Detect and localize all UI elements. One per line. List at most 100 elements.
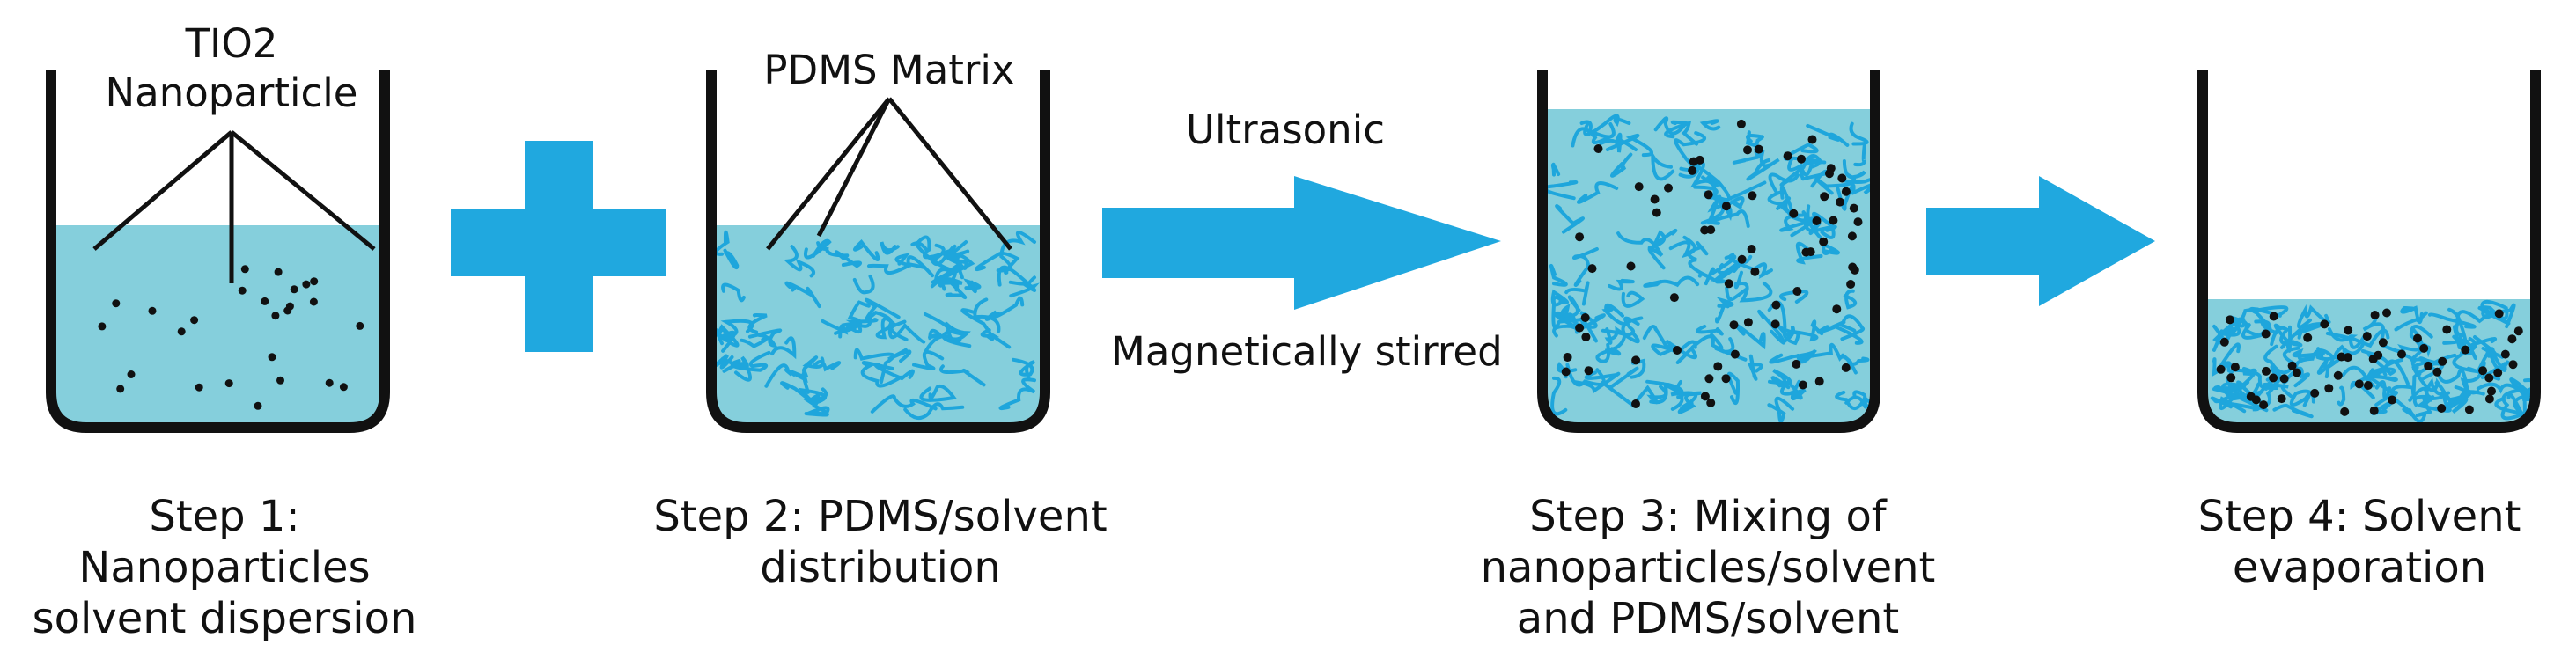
- nanoparticle-dot: [1593, 144, 1603, 153]
- nanoparticle-dot: [274, 268, 283, 276]
- pdms-fiber: [2350, 376, 2375, 399]
- beaker-step4: [2197, 70, 2541, 433]
- pdms-fiber: [1601, 366, 1639, 407]
- pdms-fiber: [2212, 342, 2241, 377]
- nanoparticle-dot: [1626, 261, 1636, 271]
- nanoparticle-dot: [2225, 315, 2234, 325]
- tio2-label: TIO2 Nanoparticle: [99, 19, 364, 118]
- pdms-fiber: [789, 368, 810, 394]
- pdms-fiber: [1601, 316, 1640, 338]
- pdms-fiber: [914, 235, 946, 263]
- nanoparticle-dot: [2343, 353, 2352, 363]
- nanoparticle-dot: [1747, 245, 1756, 253]
- step4-caption: Step 4: Solvent evaporation: [2148, 491, 2571, 593]
- pdms-fiber: [834, 320, 863, 335]
- nanoparticle-dot: [1770, 319, 1780, 329]
- beaker-step1: [46, 70, 390, 433]
- pdms-fiber: [1806, 123, 1850, 147]
- pdms-fiber: [1550, 376, 1568, 416]
- nanoparticle-dot: [356, 321, 364, 330]
- nanoparticle-dot: [2277, 394, 2286, 404]
- nanoparticle-dot: [1575, 232, 1585, 242]
- pdms-fiber: [1642, 325, 1667, 347]
- pdms-fiber: [1643, 275, 1700, 288]
- pdms-fiber: [784, 281, 821, 309]
- nanoparticle-dot: [2378, 338, 2388, 348]
- nanoparticle-dot: [1584, 366, 1593, 376]
- pdms-fiber: [1565, 363, 1606, 387]
- nanoparticle-dot: [2262, 366, 2271, 376]
- nanoparticle-dot: [1812, 216, 1822, 225]
- beaker3-particles: [1561, 119, 1863, 408]
- nanoparticle-dot: [1849, 203, 1858, 213]
- nanoparticle-dot: [1829, 216, 1838, 225]
- nanoparticle-dot: [271, 312, 280, 320]
- pdms-fiber: [2410, 357, 2437, 377]
- pdms-fiber: [887, 322, 926, 344]
- nanoparticle-dot: [1754, 144, 1763, 154]
- nanoparticle-dot: [2424, 361, 2433, 370]
- beaker3-pdms-fibers: [1542, 114, 1879, 424]
- evaporation-arrow: [1926, 176, 2155, 306]
- nanoparticle-dot: [2397, 349, 2406, 359]
- step2-caption-line2: distribution: [760, 543, 1001, 592]
- beaker4-pdms-fibers: [2210, 299, 2538, 423]
- pdms-fiber: [853, 348, 895, 385]
- beaker2-outline: [706, 70, 1050, 433]
- pdms-fiber: [1595, 342, 1611, 363]
- step3-caption-line1: Step 3: Mixing of: [1529, 492, 1887, 541]
- pdms-fiber: [1779, 289, 1809, 304]
- pdms-fiber: [860, 361, 902, 388]
- step1-caption-line1: Step 1: Nanoparticles: [78, 492, 371, 592]
- pdms-fiber: [1649, 381, 1684, 405]
- pdms-fiber: [2394, 311, 2428, 332]
- nanoparticle-dot: [2269, 312, 2278, 321]
- nanoparticle-dot: [1704, 374, 1714, 384]
- pdms-fiber: [834, 250, 862, 268]
- pdms-fiber: [740, 337, 768, 348]
- pdms-fiber: [2500, 387, 2528, 421]
- nanoparticle-dot: [310, 277, 319, 286]
- pdms-fiber: [2325, 331, 2368, 349]
- nanoparticle-dot: [116, 385, 125, 393]
- nanoparticle-dot: [2337, 352, 2346, 362]
- nanoparticle-dot: [2487, 386, 2496, 396]
- nanoparticle-dot: [2287, 361, 2297, 370]
- pdms-fiber: [1748, 354, 1763, 381]
- nanoparticle-dot: [1721, 202, 1731, 211]
- pdms-fiber: [903, 402, 965, 421]
- pdms-fiber: [2231, 305, 2289, 326]
- nanoparticle-dot: [2261, 329, 2271, 339]
- pdms-fiber: [1576, 181, 1619, 204]
- pdms-fiber: [2212, 326, 2238, 352]
- nanoparticle-dot: [1652, 208, 1661, 217]
- pdms-fiber: [998, 377, 1036, 411]
- nanoparticle-dot: [2493, 368, 2503, 377]
- nanoparticle-dot: [1563, 353, 1572, 362]
- nanoparticle-dot: [1634, 182, 1644, 192]
- pdms-fiber: [1733, 270, 1773, 303]
- nanoparticle-dot: [2484, 373, 2494, 383]
- ultrasonic-label: Ultrasonic: [1186, 106, 1385, 153]
- pdms-fiber: [875, 317, 909, 341]
- pdms-fiber: [802, 355, 825, 370]
- nanoparticle-dot: [240, 265, 249, 274]
- nanoparticle-dot: [177, 327, 186, 336]
- nanoparticle-dot: [2344, 326, 2353, 335]
- pdms-fiber: [2452, 325, 2474, 355]
- pdms-fiber: [980, 328, 1012, 349]
- nanoparticle-dot: [1561, 367, 1571, 377]
- pdms-fiber: [784, 245, 816, 278]
- nanoparticle-dot: [339, 383, 348, 392]
- tio2-pointer-lines: [92, 130, 376, 283]
- pdms-fiber: [2457, 338, 2477, 361]
- step3-caption: Step 3: Mixing of nanoparticles/solvent …: [1479, 491, 1937, 644]
- nanoparticle-dot: [127, 370, 136, 378]
- nanoparticle-dot: [2320, 319, 2329, 329]
- magnetically-stirred-label: Magnetically stirred: [1111, 328, 1503, 375]
- pdms-fiber: [1843, 289, 1858, 310]
- nanoparticle-dot: [2513, 326, 2523, 336]
- nanoparticle-dot: [2507, 334, 2517, 344]
- pdms-fiber: [1769, 348, 1817, 364]
